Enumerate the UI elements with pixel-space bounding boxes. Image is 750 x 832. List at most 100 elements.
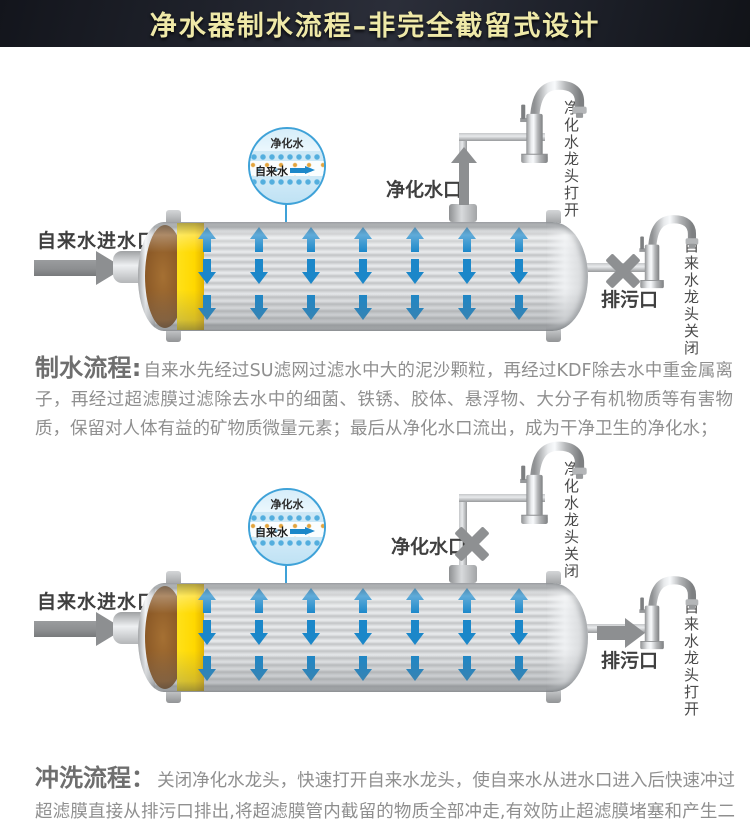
outlet-flow-arrow-icon <box>451 147 477 205</box>
flow-arrow-down-icon <box>302 619 320 645</box>
purified-faucet-state-label: 净化水龙头关闭 <box>562 461 580 580</box>
flushing-process-body: 关闭净化水龙头，快速打开自来水龙头，使自来水从进水口进入后快速冲过超滤膜直接从排… <box>35 770 736 822</box>
page-title: 净水器制水流程–非完全截留式设计 <box>149 11 601 42</box>
mount-bracket <box>166 571 181 584</box>
flow-arrow-up-icon <box>458 227 476 253</box>
callout-purified-label: 净化水 <box>270 137 304 150</box>
tap-faucet-state-label: 自来水龙头打开 <box>682 599 700 718</box>
flow-arrow-down-icon <box>302 258 320 284</box>
closed-valve-x-icon <box>452 524 492 564</box>
flow-arrow-down-icon <box>510 258 528 284</box>
callout-tapwater-label: 自来水 <box>255 526 288 539</box>
drain-flow-arrow-icon <box>597 618 645 648</box>
making-process-paragraph: 制水流程:自来水先经过SU滤网过滤水中大的泥沙颗粒，再经过KDF除去水中重金属离… <box>35 354 733 444</box>
purified-water-faucet <box>520 80 587 163</box>
flow-arrow-down-icon <box>458 655 476 681</box>
flow-arrow-down-icon <box>198 294 216 320</box>
flow-arrow-down-icon <box>354 258 372 284</box>
flow-arrow-up-icon <box>302 227 320 253</box>
flow-arrow-down-icon <box>458 619 476 645</box>
callout-pointer-line <box>285 204 287 222</box>
flow-arrow-up-icon <box>354 227 372 253</box>
flushing-diagram: 自来水进水口 净化水口 排污口 净化水 自来水 <box>0 436 750 748</box>
flow-arrow-down-icon <box>354 619 372 645</box>
inlet-label: 自来水进水口 <box>37 230 158 252</box>
flow-arrow-up-icon <box>354 588 372 614</box>
flow-arrow-up-icon <box>510 588 528 614</box>
inlet-flow-arrow-icon <box>34 612 124 646</box>
mount-bracket <box>546 210 561 223</box>
flow-arrow-down-icon <box>198 258 216 284</box>
callout-pointer-line <box>285 565 287 583</box>
outlet-port-flange <box>449 565 477 583</box>
filter-cylinder <box>138 583 588 692</box>
tap-water-faucet <box>639 576 699 650</box>
mount-foot <box>166 690 181 703</box>
flow-arrow-grid <box>194 222 576 331</box>
membrane-callout: 净化水 自来水 <box>248 127 326 205</box>
flushing-process-paragraph: 冲洗流程：关闭净化水龙头，快速打开自来水龙头，使自来水从进水口进入后快速冲过超滤… <box>35 763 735 832</box>
membrane-callout: 净化水 自来水 <box>248 488 326 566</box>
callout-tapwater-label: 自来水 <box>255 165 288 178</box>
tap-water-faucet <box>639 215 699 289</box>
flow-arrow-down-icon <box>406 258 424 284</box>
drain-label: 排污口 <box>601 289 659 311</box>
making-process-body: 自来水先经过SU滤网过滤水中大的泥沙颗粒，再经过KDF除去水中重金属离子，再经过… <box>35 360 733 439</box>
membrane-strip <box>250 176 324 186</box>
flow-arrow-down-icon <box>510 655 528 681</box>
flow-arrow-down-icon <box>302 655 320 681</box>
flow-arrow-down-icon <box>250 655 268 681</box>
filter-cylinder <box>138 222 588 331</box>
flow-arrow-down-icon <box>250 258 268 284</box>
mount-foot <box>546 329 561 342</box>
flow-arrow-up-icon <box>198 227 216 253</box>
inlet-label: 自来水进水口 <box>37 591 158 613</box>
flow-arrow-down-icon <box>510 619 528 645</box>
callout-flow-arrow-icon <box>290 527 316 536</box>
mount-foot <box>166 329 181 342</box>
flow-arrow-up-icon <box>510 227 528 253</box>
flow-arrow-up-icon <box>406 588 424 614</box>
drain-label: 排污口 <box>601 650 659 672</box>
flow-arrow-up-icon <box>250 227 268 253</box>
flushing-process-heading: 冲洗流程： <box>35 763 156 792</box>
tap-faucet-state-label: 自来水龙头关闭 <box>682 238 700 357</box>
outlet-pipe-horizontal <box>459 494 545 502</box>
making-process-heading: 制水流程: <box>35 353 142 382</box>
flow-arrow-down-icon <box>250 294 268 320</box>
mount-bracket <box>546 571 561 584</box>
water-production-diagram: 自来水进水口 净化水口 排污口 净化水 自来水 <box>0 75 750 387</box>
closed-valve-x-icon <box>603 251 643 291</box>
flow-arrow-grid <box>194 583 576 692</box>
outlet-port-flange <box>449 204 477 222</box>
title-banner: 净水器制水流程–非完全截留式设计 <box>0 0 750 47</box>
outlet-pipe-horizontal <box>459 133 545 141</box>
callout-purified-label: 净化水 <box>270 498 304 511</box>
flow-arrow-down-icon <box>458 258 476 284</box>
flow-arrow-down-icon <box>406 655 424 681</box>
mount-foot <box>546 690 561 703</box>
flow-arrow-down-icon <box>198 655 216 681</box>
flow-arrow-down-icon <box>354 294 372 320</box>
callout-flow-arrow-icon <box>290 166 316 175</box>
flow-arrow-up-icon <box>302 588 320 614</box>
flow-arrow-down-icon <box>302 294 320 320</box>
flow-arrow-up-icon <box>250 588 268 614</box>
membrane-strip <box>250 512 324 522</box>
flow-arrow-down-icon <box>406 294 424 320</box>
membrane-strip <box>250 151 324 161</box>
flow-arrow-down-icon <box>406 619 424 645</box>
flow-arrow-down-icon <box>198 619 216 645</box>
flow-arrow-down-icon <box>250 619 268 645</box>
flow-arrow-up-icon <box>458 588 476 614</box>
membrane-strip <box>250 537 324 547</box>
flow-arrow-down-icon <box>510 294 528 320</box>
outlet-label: 净化水口 <box>386 179 463 201</box>
outlet-label: 净化水口 <box>391 536 468 558</box>
mount-bracket <box>166 210 181 223</box>
flow-arrow-up-icon <box>406 227 424 253</box>
inlet-flow-arrow-icon <box>34 251 124 285</box>
flow-arrow-up-icon <box>198 588 216 614</box>
flow-arrow-down-icon <box>354 655 372 681</box>
